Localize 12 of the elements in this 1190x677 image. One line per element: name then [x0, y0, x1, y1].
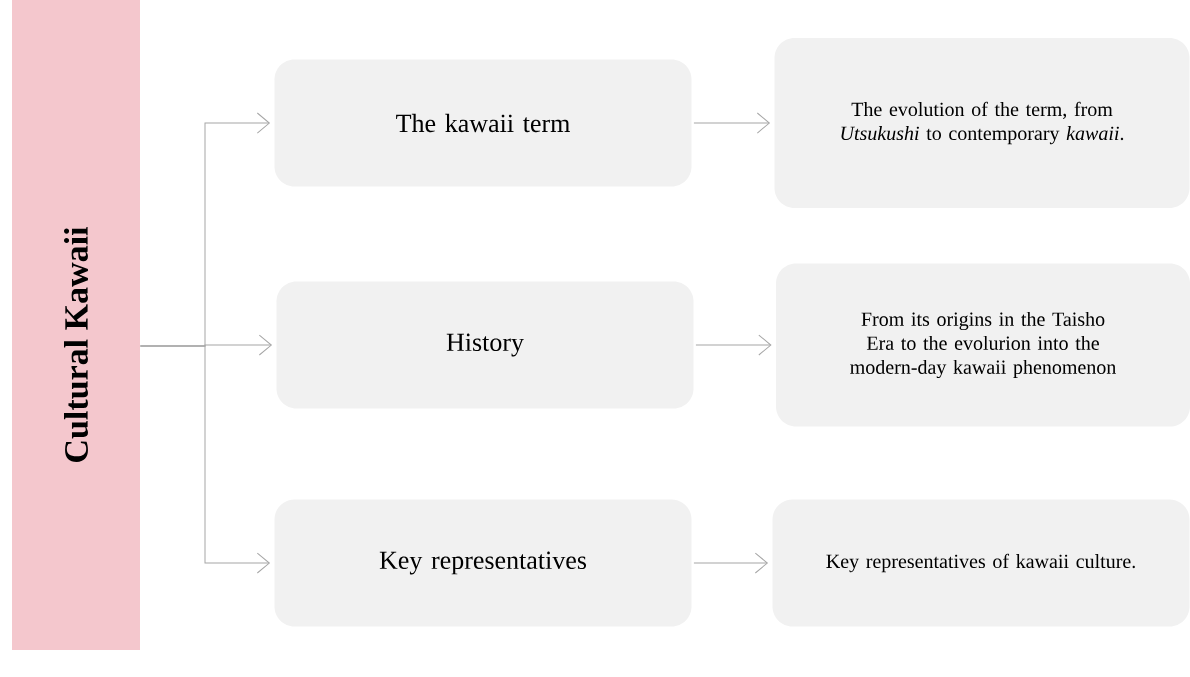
title-band	[12, 0, 140, 650]
band-title: Cultural Kawaii	[64, 227, 88, 462]
description-box: From its origins in the Taisho Era to the evolurion into the modern-day kawaii phenomenon	[776, 263, 1190, 427]
arrow	[693, 112, 770, 134]
topic-box: History	[276, 281, 694, 409]
arrow	[139, 345, 270, 574]
arrow	[693, 552, 768, 574]
arrow	[695, 334, 772, 356]
topic-box: Key representatives	[274, 499, 692, 627]
description-box: The evolution of the term, from Utsukushi to contemporary kawaii.	[774, 38, 1190, 208]
description-box: Key representatives of kawaii culture.	[772, 499, 1190, 627]
topic-box: The kawaii term	[274, 59, 692, 187]
